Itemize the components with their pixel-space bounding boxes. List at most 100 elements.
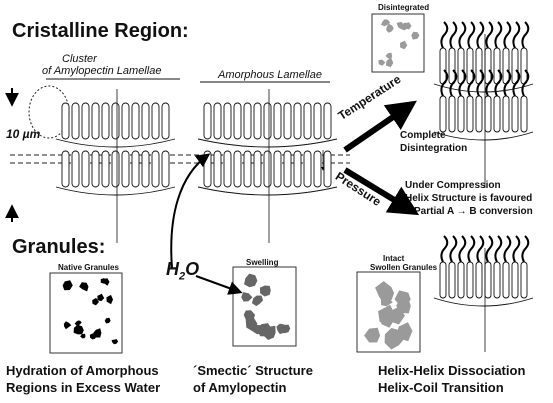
native-lamellae-stack-lamella (131, 102, 140, 140)
scale-label: 10 µm (6, 127, 41, 141)
compressed-lamellae-stack-coil (494, 235, 503, 263)
amylopectin-lamellae-label: of Amylopectin Lamellae (42, 65, 162, 77)
swollen-lamellae-stack-lamella (313, 102, 322, 140)
native-granules-box-granule (102, 278, 110, 286)
compressed-lamellae-stack-lamella (457, 261, 465, 299)
native-lamellae-stack-lamella (161, 150, 170, 188)
granules-title: Granules: (12, 236, 106, 258)
disintegrated-lamellae-stack-coil (503, 21, 512, 49)
disintegrated-box (371, 13, 425, 73)
compressed-lamellae-stack-coil (449, 235, 458, 263)
disintegrated-box-granule (399, 40, 408, 50)
disintegrated-lamellae-stack-lamella (484, 47, 492, 85)
compressed-lamellae-stack-lamella (448, 261, 456, 299)
native-lamellae-stack-lamella (151, 150, 160, 188)
swollen-lamellae-stack-lamella (293, 150, 302, 188)
complete-label: Complete (400, 130, 446, 141)
helix-caption-line1: Helix-Helix Dissociation (378, 363, 526, 378)
compressed-lamellae-stack-coil (458, 235, 467, 263)
swollen-lamellae-stack-backbone (197, 186, 338, 196)
disintegrated-lamellae-stack-lamella (511, 47, 519, 85)
compressed-lamellae-stack-lamella (511, 261, 519, 299)
disintegrated-lamellae-stack (433, 21, 534, 188)
disintegrated-lamellae-stack-lamella (448, 95, 456, 133)
native-lamellae-stack-lamella (121, 150, 130, 188)
native-lamellae-stack-lamella (161, 102, 170, 140)
swelling-box-granule (244, 273, 258, 288)
compressed-lamellae-stack-lamella (484, 261, 492, 299)
amorphous-lamellae-label: Amorphous Lamellae (218, 69, 322, 81)
native-lamellae-stack-lamella (71, 150, 80, 188)
swelling-box-granule (260, 285, 271, 297)
swollen-lamellae-stack-lamella (243, 150, 252, 188)
swelling-box-granule (276, 323, 285, 335)
native-granules-box-granule (80, 333, 86, 339)
native-lamellae-stack-lamella (121, 102, 130, 140)
disintegrated-lamellae-stack-lamella (493, 47, 501, 85)
native-lamellae-stack-lamella (141, 102, 150, 140)
swollen-granules-label: Swollen Granules (370, 263, 438, 272)
native-lamellae-stack-lamella (61, 102, 70, 140)
disintegrated-lamellae-stack-coil (512, 21, 521, 49)
native-lamellae-stack-backbone (55, 186, 176, 196)
partial-conversion-label: Partial A → B conversion (414, 206, 533, 217)
swollen-granules-box-granule (375, 281, 395, 304)
swollen-lamellae-stack-lamella (243, 102, 252, 140)
disintegrated-lamellae-stack-lamella (466, 95, 474, 133)
swollen-lamellae-stack-lamella (293, 102, 302, 140)
native-lamellae-stack-lamella (91, 102, 100, 140)
disintegrated-lamellae-stack-coil (521, 69, 530, 97)
compressed-lamellae-stack-lamella (439, 261, 447, 299)
disintegrated-lamellae-stack-coil (476, 21, 485, 49)
water-curved-arrow (170, 153, 211, 269)
swollen-lamellae-stack-lamella (303, 150, 312, 188)
swollen-lamellae-stack-lamella (273, 102, 282, 140)
disintegrated-lamellae-stack-lamella (448, 47, 456, 85)
compressed-lamellae-stack-lamella (493, 261, 501, 299)
swollen-granules-box-granule (380, 296, 393, 307)
native-granules-label: Native Granules (58, 263, 119, 272)
disintegrated-box-granule (378, 59, 386, 66)
disintegrated-box-granule (404, 22, 412, 30)
native-lamellae-stack-lamella (141, 150, 150, 188)
disintegrated-lamellae-stack-coil (458, 69, 467, 97)
swollen-granules-box (356, 271, 421, 353)
native-lamellae-stack-lamella (61, 150, 70, 188)
native-lamellae-stack-lamella (81, 102, 90, 140)
native-lamellae-stack (55, 89, 176, 243)
disintegrated-box-granule (385, 57, 394, 68)
cluster-label: Cluster (62, 53, 97, 65)
native-lamellae-stack-lamella (91, 150, 100, 188)
compressed-lamellae-stack-lamella (466, 261, 474, 299)
disintegrated-lamellae-stack-lamella (439, 47, 447, 85)
native-lamellae-stack-lamella (101, 102, 110, 140)
native-lamellae-stack-lamella (81, 150, 90, 188)
swollen-lamellae-stack-lamella (303, 102, 312, 140)
disintegrated-lamellae-stack-coil (458, 21, 467, 49)
swollen-lamellae-stack-lamella (233, 150, 242, 188)
water-to-swelling-arrow (195, 275, 243, 295)
compressed-lamellae-stack-lamella (475, 261, 483, 299)
disintegrated-label: Disintegrated (378, 3, 430, 12)
swollen-lamellae-stack-lamella (323, 102, 332, 140)
native-granules-box-granule (104, 317, 111, 324)
pressure-arrow (343, 167, 420, 216)
disintegrated-lamellae-stack-lamella (511, 95, 519, 133)
swollen-granules-box-granule (378, 304, 397, 327)
smectic-caption-line2: of Amylopectin (193, 380, 287, 395)
native-granules-box-granule (62, 280, 73, 291)
helix-favoured-label: Helix Structure is favoured (405, 193, 533, 204)
disintegrated-lamellae-stack-lamella (457, 95, 465, 133)
disintegrated-lamellae-stack-coil (503, 69, 512, 97)
native-granules-box-granule (93, 328, 102, 338)
swollen-lamellae-stack-lamella (223, 102, 232, 140)
native-granules-box-granule (73, 324, 84, 335)
native-granules-box-granule (106, 294, 113, 305)
compressed-lamellae-stack-lamella (502, 261, 510, 299)
disintegrated-lamellae-stack-lamella (457, 47, 465, 85)
swollen-lamellae-stack-lamella (263, 150, 272, 188)
disintegrated-lamellae-stack-lamella (493, 95, 501, 133)
disintegrated-lamellae-stack-lamella (520, 95, 528, 133)
compressed-lamellae-stack-coil (503, 235, 512, 263)
